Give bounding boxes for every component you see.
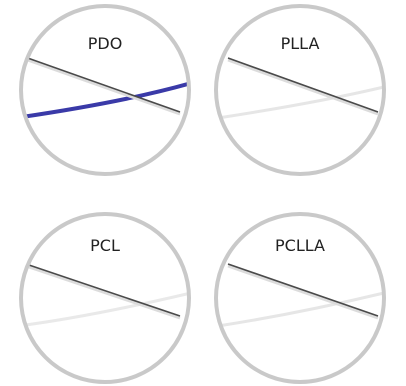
- needle: [21, 55, 181, 113]
- panel-pcl: PCL: [19, 212, 191, 384]
- needle-shadow: [227, 264, 379, 320]
- thread-pclla: [216, 290, 384, 328]
- needle: [227, 263, 379, 317]
- panel-circle: [214, 212, 386, 384]
- needle-shadow: [25, 264, 181, 320]
- needle: [227, 57, 379, 113]
- needle-shadow: [21, 56, 181, 116]
- panel-circle: [19, 212, 191, 384]
- panel-label: PCLLA: [275, 236, 325, 255]
- thread-pdo: [21, 80, 189, 120]
- panel-circle: [19, 4, 191, 176]
- thread-pcl: [21, 290, 189, 328]
- panel-circle: [214, 4, 386, 176]
- panel-plla: PLLA: [214, 4, 386, 176]
- panel-label: PLLA: [281, 34, 320, 53]
- panel-pclla: PCLLA: [214, 212, 386, 384]
- panel-pdo: PDO: [19, 4, 191, 176]
- needle: [25, 263, 181, 317]
- panel-label: PCL: [90, 236, 120, 255]
- needle-shadow: [227, 58, 379, 116]
- panel-label: PDO: [88, 34, 123, 53]
- thread-plla: [216, 84, 384, 120]
